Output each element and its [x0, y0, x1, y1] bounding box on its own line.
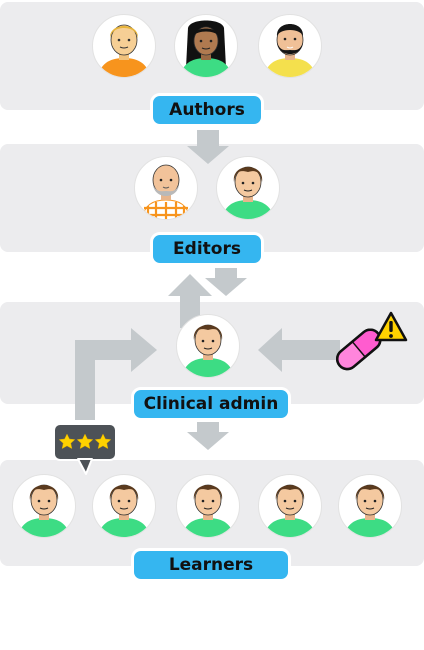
- learners-label: Learners: [131, 548, 291, 582]
- editors-label: Editors: [150, 232, 264, 266]
- arrow-feedback-to-admin: [75, 328, 157, 420]
- warning-triangle-icon: [374, 311, 408, 342]
- author-avatar-1: [92, 14, 156, 78]
- arrow-admin-to-editors: [168, 274, 212, 328]
- arrow-admin-to-learners: [187, 422, 229, 450]
- star-icon: [58, 433, 76, 450]
- editor-avatar-1: [134, 156, 198, 220]
- star-icon: [76, 433, 94, 450]
- arrow-pill-to-admin: [258, 328, 340, 372]
- editor-avatar-2: [216, 156, 280, 220]
- star-icon: [94, 433, 112, 450]
- authors-label: Authors: [150, 93, 264, 127]
- author-avatar-2: [174, 14, 238, 78]
- arrow-editors-to-admin: [205, 268, 247, 296]
- clinical-admin-avatar: [176, 314, 240, 378]
- rating-speech-bubble: [53, 423, 117, 475]
- author-avatar-3: [258, 14, 322, 78]
- clinical-admin-label: Clinical admin: [131, 387, 291, 421]
- arrow-authors-to-editors: [187, 130, 229, 164]
- pill-capsule-icon: [336, 328, 382, 371]
